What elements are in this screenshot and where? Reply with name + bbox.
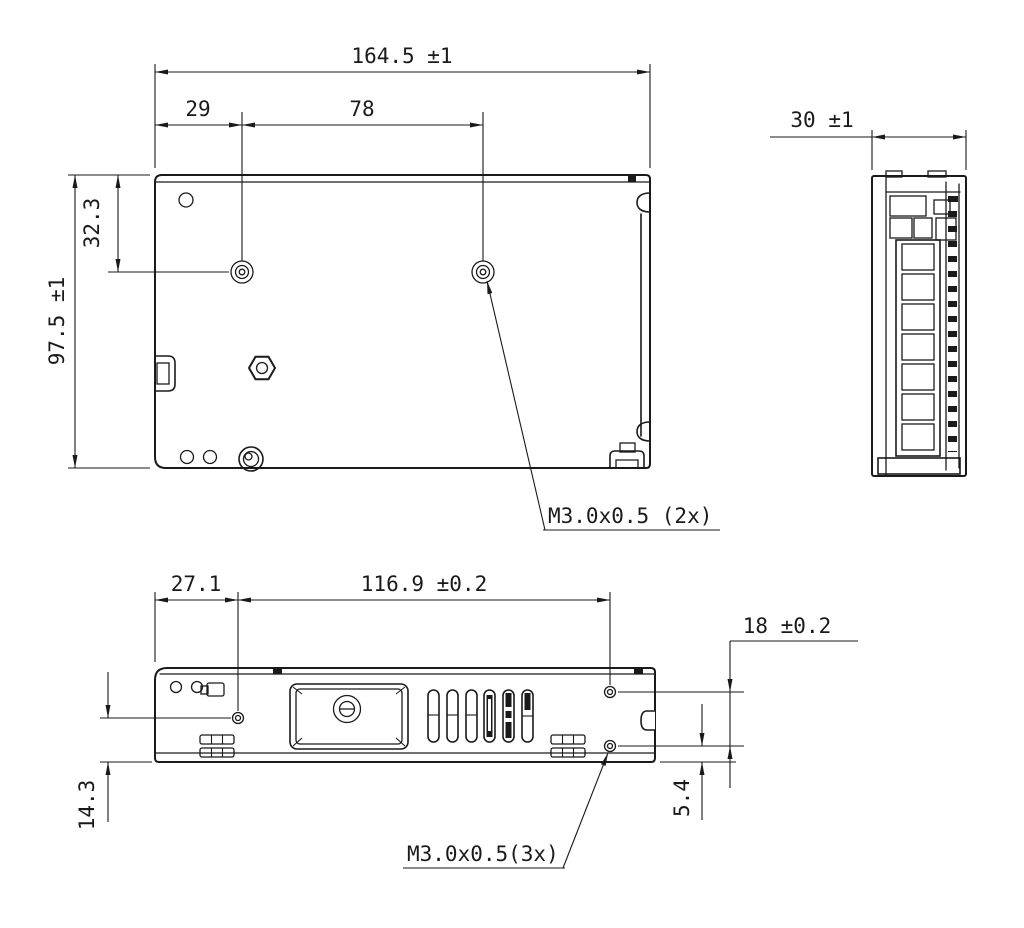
dim-hole-spacing-x: 78: [349, 97, 374, 121]
end-view: [871, 170, 967, 477]
right-edge-notch-top: [636, 192, 651, 213]
hex-standoff: [248, 355, 276, 381]
end-view-outline: [871, 175, 967, 477]
dim-hole-offset-x: 29: [185, 97, 210, 121]
cover-tab-mark: [628, 176, 636, 182]
side-mounting-hole-left: [231, 711, 245, 725]
cover-screw-head: [238, 446, 264, 472]
thread-callout-3x-label: M3.0x0.5(3x): [407, 842, 559, 866]
dim-hole-offset-bottom-left: 14.3: [75, 780, 99, 831]
bottom-hole-1: [179, 449, 195, 465]
end-bottom-band: [877, 457, 961, 475]
side-hole-2: [190, 680, 204, 694]
corner-hole: [178, 192, 194, 208]
right-edge-notch-bottom: [636, 421, 651, 442]
top-view: [154, 174, 651, 472]
dim-hole-offset-y: 32.3: [80, 198, 104, 249]
end-view-components: [889, 195, 958, 241]
vent-grid-left: [199, 734, 235, 758]
corner-clip: [609, 442, 645, 469]
dim-side-hole-spacing-y: 18 ±0.2: [743, 614, 832, 638]
bottom-hole-2: [202, 449, 218, 465]
dim-hole-offset-bottom-right: 5.4: [670, 779, 694, 817]
thread-callout-2x-label: M3.0x0.5 (2x): [548, 504, 712, 528]
adjustment-panel: [289, 683, 409, 750]
side-latch-tab: [154, 355, 176, 392]
dim-total-width: 97.5 ±1: [45, 277, 69, 366]
top-view-dimensions: 164.5 ±1 29 78 97.5 ±1 32.3 M3.0x0.5 (2x…: [45, 44, 720, 531]
side-latch-slot: [200, 682, 225, 697]
dim-total-depth: 30 ±1: [790, 108, 853, 132]
bottom-view: [154, 667, 656, 763]
side-hole-1: [169, 680, 183, 694]
pcb-edge-strip: [945, 181, 960, 471]
side-mounting-hole-bottom-right: [603, 739, 617, 753]
mounting-hole-right: [471, 260, 495, 284]
dim-side-hole-spacing-x: 116.9 ±0.2: [361, 572, 487, 596]
right-edge-notch: [640, 710, 656, 731]
end-view-dimensions: 30 ±1: [770, 108, 967, 170]
enclosure-outline: [154, 174, 651, 469]
bottom-view-dimensions: 27.1 116.9 ±0.2 18 ±0.2 5.4 14.3 M3.0x0.…: [75, 572, 858, 869]
terminal-block: [895, 239, 941, 457]
vent-grid-right: [550, 734, 586, 758]
dim-side-hole-offset-x: 27.1: [171, 572, 222, 596]
mounting-hole-left: [230, 260, 254, 284]
side-outline: [154, 667, 656, 763]
thread-callout-2x: M3.0x0.5 (2x): [486, 280, 720, 531]
side-mounting-hole-top-right: [603, 685, 617, 699]
vent-slots: [427, 689, 534, 743]
dim-total-length: 164.5 ±1: [351, 44, 452, 68]
thread-callout-3x: M3.0x0.5(3x): [403, 752, 609, 869]
